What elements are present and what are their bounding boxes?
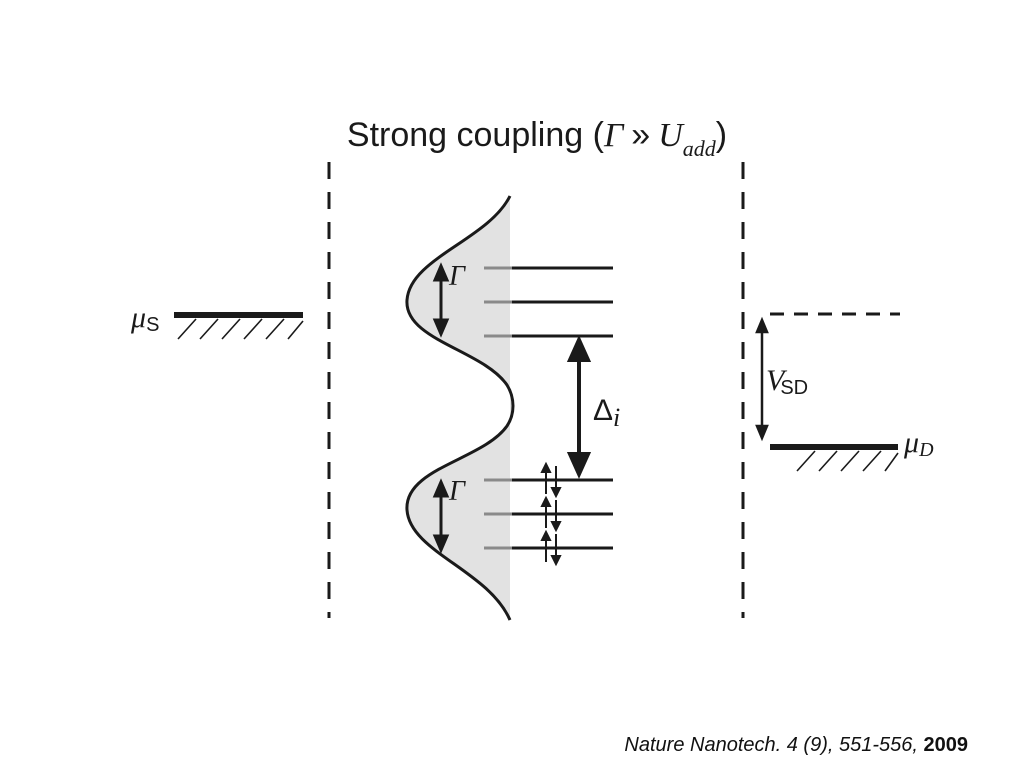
title-gamma: Γ xyxy=(603,117,625,154)
title-prefix: Strong coupling ( xyxy=(347,116,605,154)
citation-year: 2009 xyxy=(923,734,969,756)
gamma-label-upper: Γ xyxy=(448,261,466,292)
title-relation: » xyxy=(631,116,650,154)
vsd-arrow xyxy=(755,316,769,442)
source-reservoir xyxy=(174,312,304,340)
upper-levels xyxy=(484,266,613,338)
citation-reference: Nature Nanotech. 4 (9), 551-556, xyxy=(624,734,918,756)
mu-s-label: μS xyxy=(130,301,159,336)
vsd-label: VSD xyxy=(766,364,808,399)
gamma-arrow-lower xyxy=(432,478,450,554)
title-u-sub: add xyxy=(683,136,717,161)
spin-arrows xyxy=(540,461,562,567)
drain-reservoir xyxy=(770,444,899,472)
title-suffix: ) xyxy=(716,116,727,154)
delta-label: Δi xyxy=(593,394,620,432)
title-u: U xyxy=(658,117,685,154)
density-of-states xyxy=(406,196,513,620)
diagram-title: Strong coupling (Γ»Uadd) xyxy=(347,116,727,161)
gamma-arrow-upper xyxy=(432,262,450,338)
dos-outline xyxy=(405,195,515,621)
gamma-label-lower: Γ xyxy=(448,476,466,507)
lower-levels xyxy=(484,478,613,550)
mu-d-label: μD xyxy=(903,426,934,461)
citation: Nature Nanotech. 4 (9), 551-556, 2009 xyxy=(624,734,968,757)
delta-arrow xyxy=(566,335,592,479)
